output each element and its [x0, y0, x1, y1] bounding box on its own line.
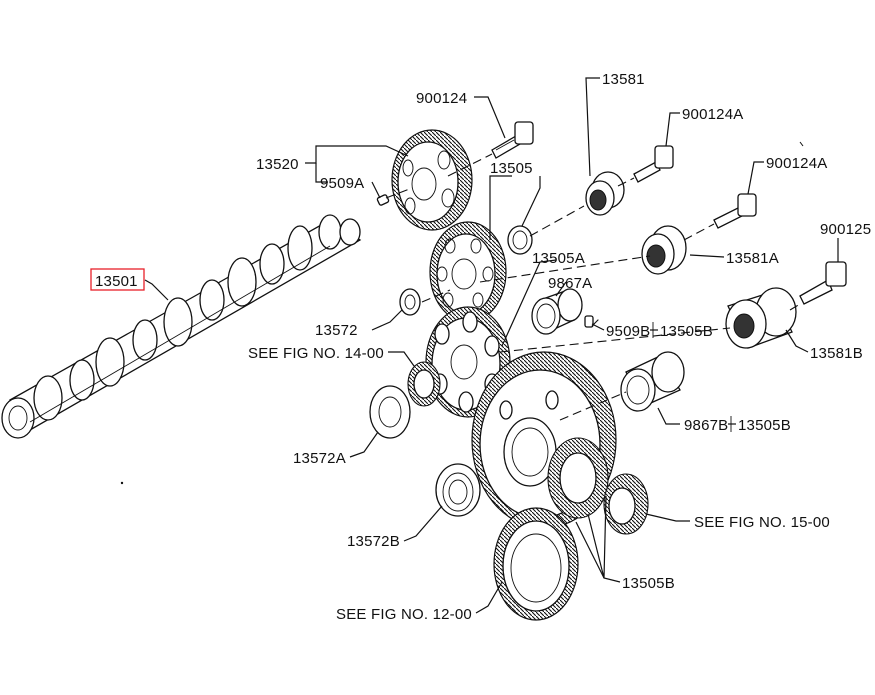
label-13520[interactable]: 13520: [256, 156, 299, 173]
gear-fig14[interactable]: [407, 361, 441, 407]
label-see-fig-15[interactable]: SEE FIG NO. 15-00: [694, 514, 830, 531]
label-13505b-bearing[interactable]: 13505B: [738, 417, 791, 434]
bolt-900125[interactable]: [799, 261, 847, 305]
label-13505a[interactable]: 13505A: [532, 250, 585, 267]
gear-fig15[interactable]: [603, 473, 649, 535]
pin-9509b[interactable]: [584, 315, 594, 328]
label-13505[interactable]: 13505: [490, 160, 533, 177]
label-9509a[interactable]: 9509A: [320, 175, 364, 192]
bearing-13505-small[interactable]: [507, 225, 533, 255]
camshaft-13501[interactable]: [1, 214, 362, 439]
label-bracket-marks: [652, 322, 732, 432]
bolt-900124[interactable]: [491, 121, 534, 159]
label-9509b[interactable]: 9509B: [606, 323, 650, 340]
label-13572[interactable]: 13572: [315, 322, 358, 339]
seal-13572b[interactable]: [435, 463, 481, 517]
label-900125[interactable]: 900125: [820, 221, 871, 238]
label-see-fig-14[interactable]: SEE FIG NO. 14-00: [248, 345, 384, 362]
gear-13520[interactable]: [391, 129, 473, 231]
assembly-axes: [385, 153, 801, 421]
label-13501[interactable]: 13501: [95, 273, 138, 290]
washer-13572[interactable]: [399, 288, 421, 316]
gear-13505[interactable]: [429, 221, 507, 323]
bushing-13581b[interactable]: [725, 287, 797, 349]
ring-gear-fig12[interactable]: [493, 507, 579, 621]
label-9867b[interactable]: 9867B: [684, 417, 728, 434]
label-9867a[interactable]: 9867A: [548, 275, 592, 292]
gear-13505b-large[interactable]: [471, 351, 617, 529]
stray-tick: [799, 141, 804, 147]
label-13572a[interactable]: 13572A: [293, 450, 346, 467]
camshaft-label-highlight: [90, 268, 145, 291]
label-see-fig-12[interactable]: SEE FIG NO. 12-00: [336, 606, 472, 623]
bushing-13581a[interactable]: [641, 225, 687, 275]
label-13581[interactable]: 13581: [602, 71, 645, 88]
bearing-9867a[interactable]: [531, 288, 583, 335]
bearing-9867b[interactable]: [620, 351, 685, 412]
bolt-900124a-upper[interactable]: [633, 145, 674, 183]
label-13572b[interactable]: 13572B: [347, 533, 400, 550]
leader-lines: [144, 77, 839, 614]
label-13581b[interactable]: 13581B: [810, 345, 863, 362]
bolt-900124a-lower[interactable]: [713, 193, 757, 229]
label-13505b-pin[interactable]: 13505B: [660, 323, 713, 340]
stray-dot: [120, 481, 124, 485]
label-900124a-lower[interactable]: 900124A: [766, 155, 827, 172]
label-13505b-gear[interactable]: 13505B: [622, 575, 675, 592]
label-900124[interactable]: 900124: [416, 90, 467, 107]
part-labels: 13501 13520 9509A 900124 13581 900124A 9…: [95, 71, 871, 623]
label-900124a-upper[interactable]: 900124A: [682, 106, 743, 123]
washer-13572a[interactable]: [369, 385, 411, 439]
label-13581a[interactable]: 13581A: [726, 250, 779, 267]
bushing-13581[interactable]: [585, 171, 625, 216]
